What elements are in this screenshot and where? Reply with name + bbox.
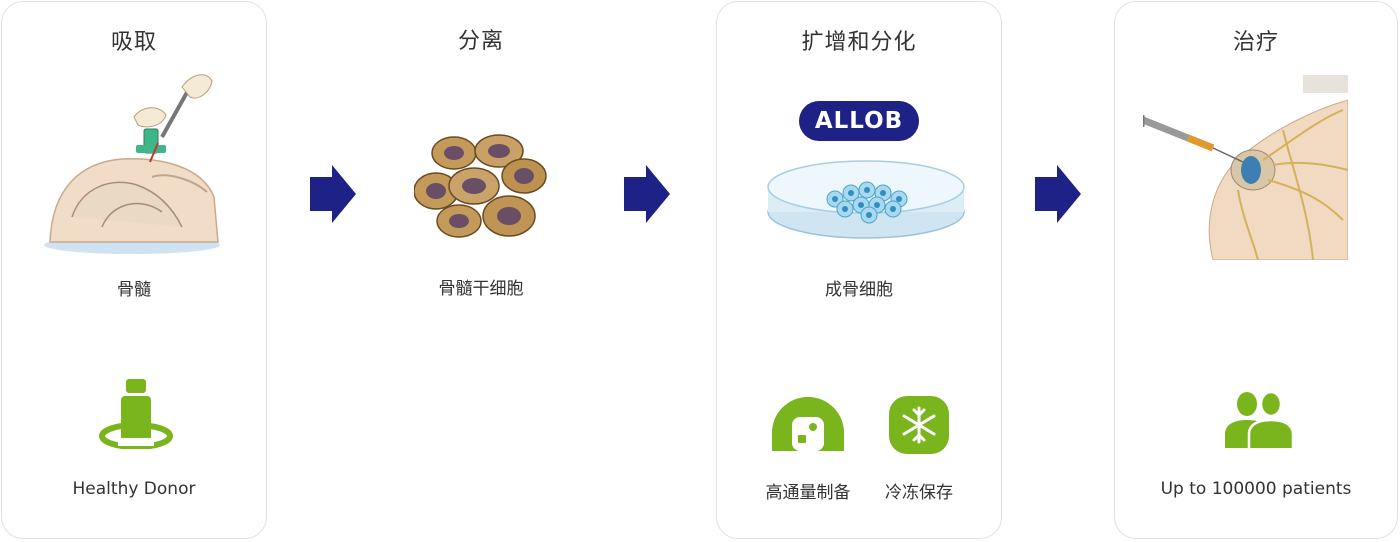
image-label: 骨髓 — [117, 280, 151, 300]
allob-badge: ALLOB — [799, 101, 919, 141]
arrow-icon — [624, 165, 670, 223]
arrow-icon — [310, 165, 356, 223]
step-card-separation: 分离 骨髓干细胞 — [348, 1, 614, 539]
shoulder-injection-illustration — [1143, 75, 1348, 260]
patients-group-icon — [1225, 390, 1293, 448]
donor-person-icon — [99, 379, 173, 449]
stem-cells-illustration — [414, 134, 547, 238]
feature-label: Up to 100000 patients — [1160, 479, 1352, 499]
feature-label: Healthy Donor — [72, 479, 196, 499]
snowflake-icon — [889, 396, 949, 454]
high-throughput-icon — [772, 397, 844, 451]
bone-marrow-aspiration-illustration — [44, 74, 220, 254]
image-label: 骨髓干细胞 — [438, 279, 524, 299]
step-card-aspiration: 吸取 骨髓 Healthy Donor — [1, 1, 267, 539]
arrow-icon — [1035, 165, 1081, 223]
step-card-expansion: 扩增和分化 ALLOB 成骨细胞 高通量制备 — [716, 1, 1002, 539]
step-title: 扩增和分化 — [801, 30, 917, 55]
step-card-treatment: 治疗 Up to 100000 patients — [1114, 1, 1398, 539]
step-title: 治疗 — [1232, 30, 1279, 55]
petri-dish-cells-illustration — [767, 160, 965, 239]
feature-label: 冷冻保存 — [885, 483, 953, 503]
image-label: 成骨细胞 — [825, 280, 893, 300]
step-title: 分离 — [457, 29, 504, 54]
step-title: 吸取 — [110, 30, 157, 55]
feature-label: 高通量制备 — [765, 483, 851, 503]
